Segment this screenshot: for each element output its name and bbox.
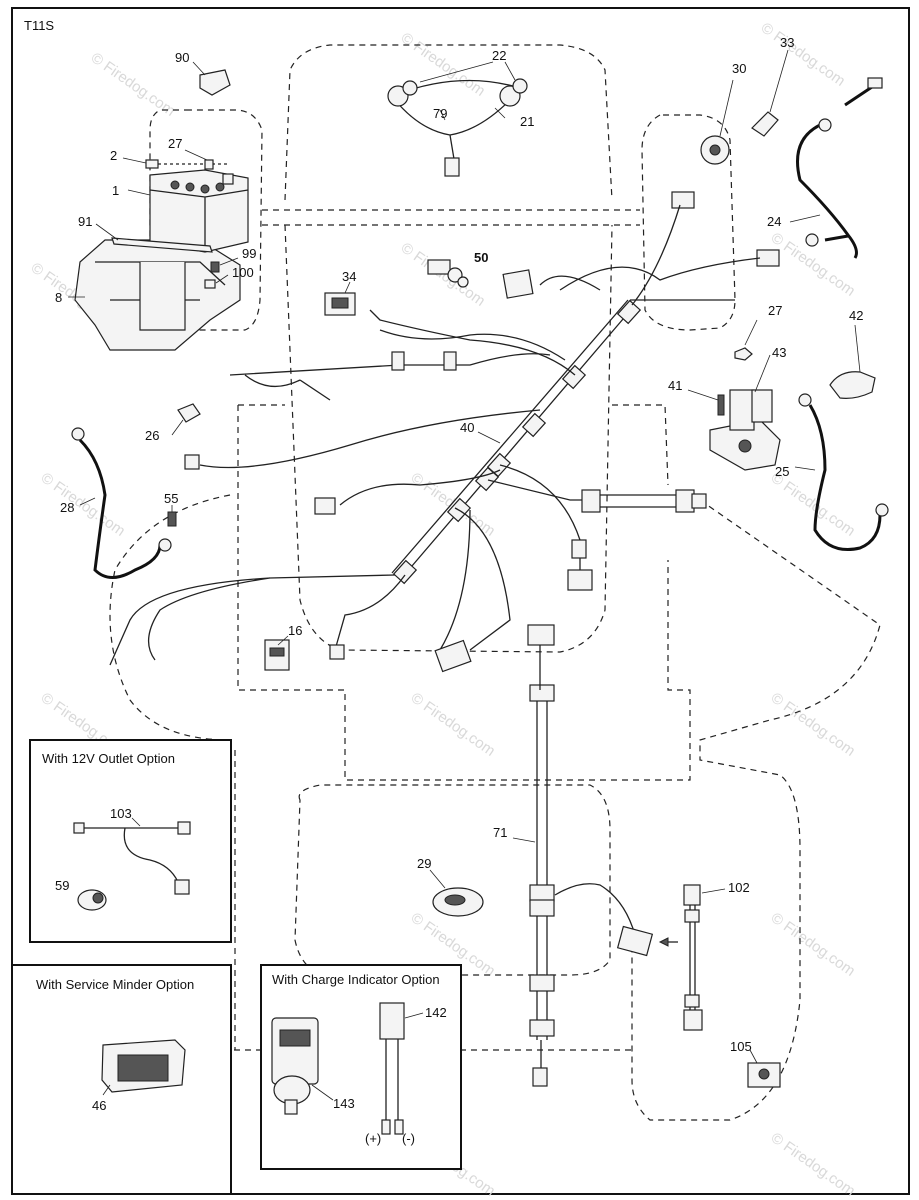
part-label: 55 [164,491,178,506]
part-label: 27 [168,136,182,151]
terminal-boot-42 [829,371,876,399]
part-label: 42 [849,308,863,323]
battery-cable-24 [796,77,883,259]
part-label: 143 [333,1096,355,1111]
connector [671,191,695,209]
part-90 [199,69,231,96]
part-102 [658,884,703,1031]
part-label: 24 [767,214,781,229]
option-12v-outlet: With 12V Outlet Option 103 59 [29,739,232,943]
main-harness [109,204,761,673]
option-title: With Charge Indicator Option [272,972,440,987]
part-105 [747,1062,781,1088]
part-label: 2 [110,148,117,163]
option-title: With 12V Outlet Option [42,751,175,766]
ignition-switch [700,135,730,165]
part-label: 27 [768,303,782,318]
headlight-harness [387,78,528,177]
part-label: 8 [55,290,62,305]
option-service-minder: With Service Minder Option 46 [11,964,232,1195]
part-label: 46 [92,1098,106,1113]
module [502,269,534,299]
battery-tray [74,239,241,351]
battery [149,169,249,253]
part-label: 33 [780,35,794,50]
starter-solenoid [709,347,781,471]
option-title: With Service Minder Option [36,977,194,992]
part-label: 102 [728,880,750,895]
ground-cable-28 [71,427,172,579]
part-33 [751,111,779,137]
part-label: 30 [732,61,746,76]
part-label: 16 [288,623,302,638]
part-label: 105 [730,1039,752,1054]
connector [756,249,780,267]
diagram-code: T11S [24,18,54,33]
part-label: 22 [492,48,506,63]
part-label: 90 [175,50,189,65]
part-label: 71 [493,825,507,840]
bolt-55 [167,511,177,527]
negative-terminal-label: (-) [402,1131,415,1146]
switch-50 [427,259,469,288]
part-label: 43 [772,345,786,360]
part-label: 100 [232,265,254,280]
hold-down-bar [111,237,213,253]
harness-71 [527,624,654,1087]
part-label: 50 [474,250,488,265]
part-label: 103 [110,806,132,821]
part-label: 26 [145,428,159,443]
part-label: 1 [112,183,119,198]
screw-99 [210,261,220,273]
option-charge-indicator: With Charge Indicator Option 143 142 (+)… [260,964,462,1170]
fuse-holder-16 [264,639,290,671]
part-label: 28 [60,500,74,515]
part-26 [177,403,201,423]
horn-29 [432,887,484,917]
part-labels: 1 2 8 16 21 22 24 25 26 27 27 28 29 30 3… [55,35,863,1064]
part-label: 142 [425,1005,447,1020]
part-label: 99 [242,246,256,261]
part-label: 91 [78,214,92,229]
part-label: 79 [433,106,447,121]
part-label: 21 [520,114,534,129]
rear-harness-pipe [581,489,707,513]
part-label: 29 [417,856,431,871]
positive-terminal-label: (+) [365,1131,381,1146]
part-label: 25 [775,464,789,479]
battery-bolt [145,159,230,170]
part-label: 40 [460,420,474,435]
part-label: 34 [342,269,356,284]
part-label: 41 [668,378,682,393]
switch-34 [324,292,356,316]
battery-cable-25 [798,393,889,551]
nut-100 [204,279,216,289]
part-label: 59 [55,878,69,893]
